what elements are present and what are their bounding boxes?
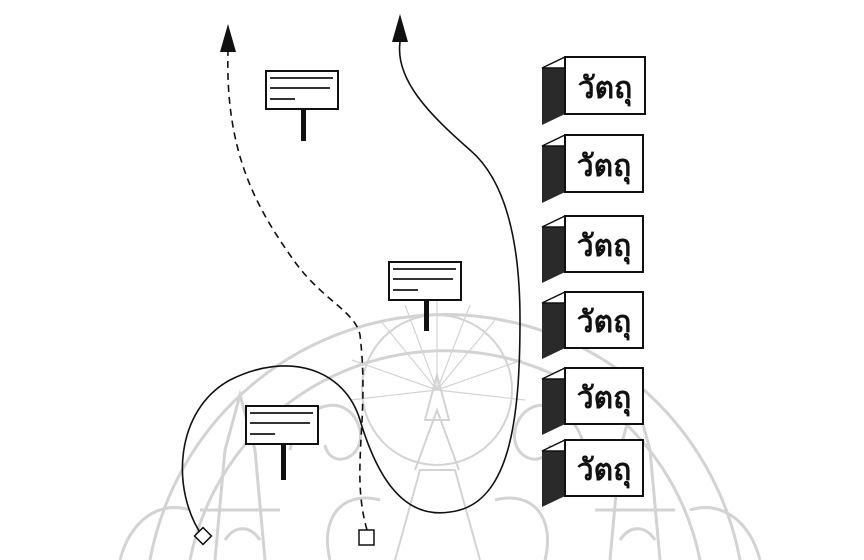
object-box-label: วัตถุ: [577, 453, 632, 489]
signpost: [389, 262, 461, 331]
object-box: วัตถุ: [542, 135, 643, 203]
object-box-label: วัตถุ: [577, 305, 632, 341]
object-box: วัตถุ: [542, 216, 643, 283]
solid-path-arrowhead: [392, 14, 408, 42]
object-box-label: วัตถุ: [577, 229, 632, 265]
object-box: วัตถุ: [542, 292, 643, 359]
signpost-text-line: [250, 422, 310, 424]
object-box-label: วัตถุ: [577, 381, 632, 417]
object-box: วัตถุ: [542, 368, 643, 435]
signpost-text-line: [250, 433, 275, 435]
object-box-label: วัตถุ: [578, 71, 633, 107]
signpost-pole: [281, 443, 286, 480]
object-box: วัตถุ: [542, 57, 645, 125]
dashed-path-arrowhead: [220, 24, 236, 52]
object-box-label: วัตถุ: [577, 149, 632, 185]
signpost-text-line: [270, 87, 330, 89]
seal-watermark: [120, 300, 760, 560]
signpost-pole: [424, 300, 429, 331]
signpost-text-line: [270, 98, 295, 100]
signpost: [266, 71, 338, 141]
signpost-text-line: [393, 278, 453, 280]
signpost-text-line: [393, 289, 418, 291]
signpost-board: [246, 406, 318, 444]
signpost-text-line: [250, 412, 313, 414]
object-box: วัตถุ: [542, 440, 643, 507]
signpost-pole: [301, 108, 306, 141]
signpost-board: [266, 71, 338, 109]
solid-path: [182, 42, 520, 537]
signpost-text-line: [270, 77, 333, 79]
signpost-text-line: [393, 268, 456, 270]
square-start-marker: [359, 530, 374, 545]
signpost-board: [389, 262, 461, 300]
